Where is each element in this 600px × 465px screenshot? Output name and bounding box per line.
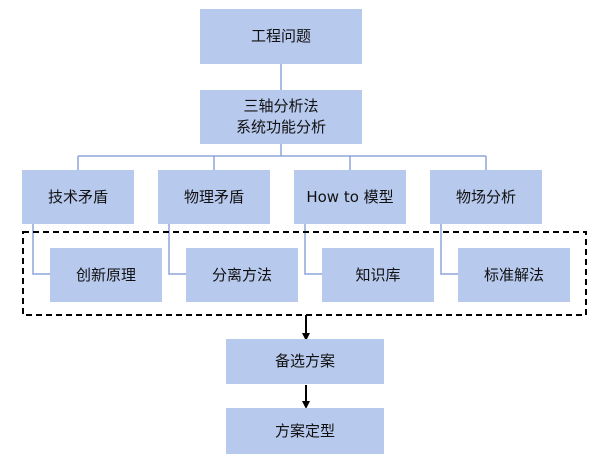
final-solution-label: 方案定型 [274, 421, 335, 440]
engineering-problem-label: 工程问题 [250, 27, 311, 45]
three-axis-analysis-label: 三轴分析法 [243, 97, 319, 115]
substance-field-analysis-label: 物场分析 [455, 187, 516, 206]
separation-methods-label: 分离方法 [211, 265, 272, 284]
three-axis-analysis-box: 三轴分析法 系统功能分析 [200, 90, 362, 144]
how-to-model-label: How to 模型 [306, 187, 394, 206]
separation-methods-box: 分离方法 [186, 248, 298, 302]
tools-dashed-group [22, 231, 587, 316]
engineering-problem-box: 工程问题 [200, 9, 362, 64]
system-function-analysis-label: 系统功能分析 [235, 118, 326, 136]
standard-solutions-box: 标准解法 [458, 248, 570, 302]
physical-contradiction-label: 物理矛盾 [183, 187, 244, 206]
how-to-model-box: How to 模型 [294, 170, 406, 224]
connector-contradiction-2-to-tool-2 [168, 224, 186, 275]
knowledge-base-box: 知识库 [322, 248, 434, 302]
candidate-solutions-label: 备选方案 [274, 352, 335, 370]
connector-contradiction-4-to-tool-4 [440, 224, 458, 275]
inventive-principles-label: 创新原理 [75, 265, 136, 284]
physical-contradiction-box: 物理矛盾 [158, 170, 270, 224]
connector-contradiction-3-to-tool-3 [304, 224, 322, 275]
technical-contradiction-box: 技术矛盾 [22, 170, 134, 224]
candidate-solutions-box: 备选方案 [226, 339, 384, 384]
standard-solutions-label: 标准解法 [483, 265, 544, 284]
knowledge-base-label: 知识库 [355, 265, 401, 284]
inventive-principles-box: 创新原理 [50, 248, 162, 302]
technical-contradiction-label: 技术矛盾 [47, 187, 108, 206]
connector-contradiction-1-to-tool-1 [32, 224, 50, 275]
final-solution-box: 方案定型 [226, 408, 384, 454]
substance-field-analysis-box: 物场分析 [430, 170, 542, 224]
